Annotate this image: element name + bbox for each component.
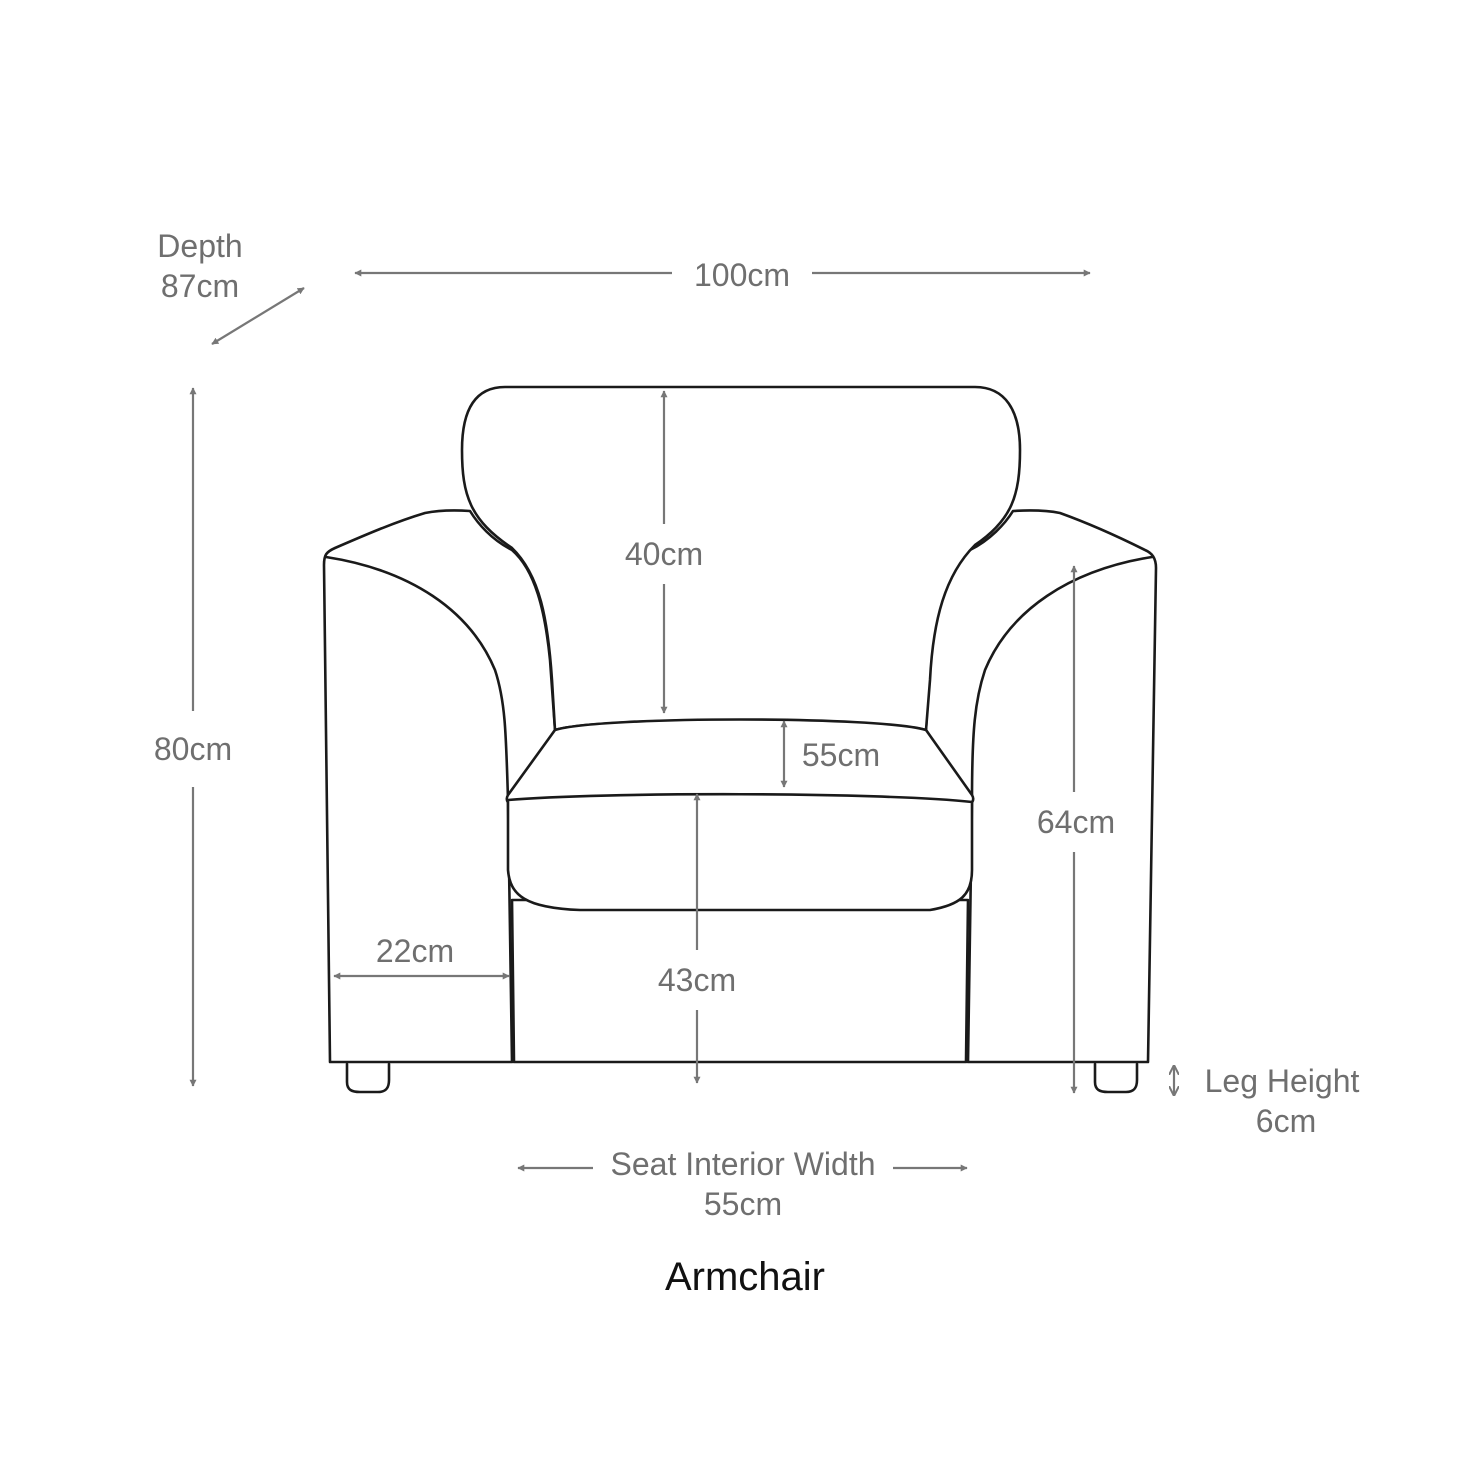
left-arm-curve — [324, 555, 510, 802]
diagram-title: Armchair — [664, 1255, 826, 1299]
left-leg — [345, 1062, 391, 1094]
depth-value: 87cm — [160, 268, 240, 304]
overall-width-label: 100cm — [672, 255, 812, 295]
leg-height-value: 6cm — [1255, 1103, 1317, 1139]
seat-cushion-front — [506, 792, 974, 912]
depth-label: Depth — [157, 228, 243, 264]
seat-height-label: 43cm — [647, 950, 747, 1010]
leg-height-label: Leg Height — [1204, 1063, 1360, 1099]
depth-dim-line — [211, 287, 305, 345]
seat-depth-label: 55cm — [801, 737, 881, 773]
arm-height-label: 64cm — [1026, 792, 1126, 852]
arm-width-label: 22cm — [375, 933, 455, 969]
seat-interior-width-value: 55cm — [703, 1186, 783, 1222]
overall-height-label: 80cm — [143, 711, 243, 787]
chair-outline — [322, 385, 1158, 1094]
seat-cushion-top — [505, 718, 975, 807]
right-arm-curve — [970, 555, 1154, 802]
back-height-label: 40cm — [614, 524, 714, 584]
right-leg — [1093, 1062, 1139, 1094]
seat-interior-width-label: Seat Interior Width — [593, 1144, 893, 1184]
